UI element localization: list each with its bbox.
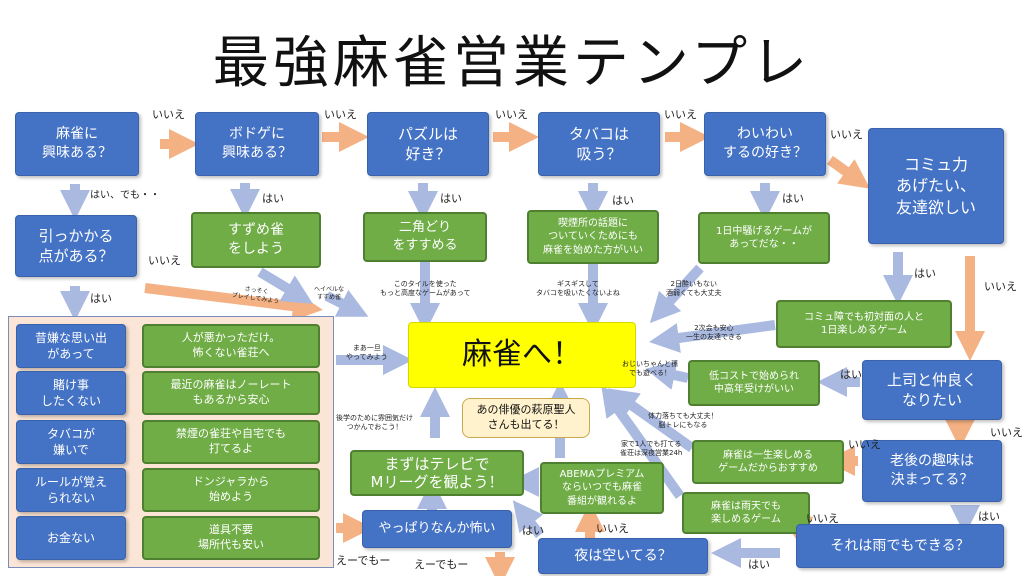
label-yes: はい [782,192,804,205]
question-puzzle: パズルは 好き？ [367,112,489,176]
question-night: 夜は空いてる？ [538,538,708,574]
label-no: いいえ [848,438,881,451]
speech-bubble: あの俳優の萩原聖人 さんも出てる！ [462,398,590,438]
question-catch: 引っかかる 点がある？ [15,215,137,277]
goal-mahjong: 麻雀へ！ [408,322,636,388]
arrow-to-goal [645,360,690,390]
label-no: いいえ [324,108,357,121]
question-tobacco: タバコは 吸う？ [538,112,660,176]
label-yes: はい [262,192,284,205]
label-um-but: えーでもー [336,554,391,567]
arrow-no [144,283,323,322]
arrow-to-goal [649,264,704,324]
label-no: いいえ [664,108,697,121]
note-tile: このタイルを使った もっと高度なゲームがあって [380,280,471,298]
label-yes: はい [90,292,112,305]
note-try-once: まあ一旦 やってみよう [346,344,388,362]
label-yes: はい [748,558,770,571]
arrow-yes [512,500,544,539]
objection-answer: ドンジャラから 始めよう [142,468,320,512]
note-heibon: ヘイベルな すずめ雀 [314,286,345,301]
answer-watch-tv: まずはテレビで Mリーグを観よう！ [350,450,524,496]
arrow-to-goal [257,267,313,304]
note-gisu: ギスギスして タバコを吸いたくないよね [536,280,620,298]
note-2days: 2日酔いもない 酒弱くても大丈夫 [666,280,722,298]
question-hobby: 老後の趣味は 決まってる？ [862,440,1002,502]
objection-question: ルールが覚え られない [16,468,126,512]
objection-question: 賭け事 したくない [16,371,126,415]
note-second-party: 2次会も安心 一生の友達できる [686,324,742,342]
arrow-to-goal [607,388,695,453]
objection-answer: 禁煙の雀荘や自宅でも 打てるよ [142,420,320,464]
question-scary: やっぱりなんか怖い [362,510,512,548]
answer-communication-game: コミュ障でも初対面の人と 1日楽しめるゲーム [776,300,952,348]
label-yes: はい [440,192,462,205]
answer-rain: 麻雀は雨天でも 楽しめるゲーム [682,492,810,534]
arrow-to-goal [601,385,685,499]
arrow-to-goal [324,289,369,317]
label-no: いいえ [495,108,528,121]
label-no: いいえ [830,128,863,141]
answer-suzume: すずめ雀 をしよう [191,212,321,268]
page-title: 最強麻雀営業テンプレ [212,31,812,96]
objection-question: タバコが 嫌いで [16,420,126,464]
answer-abema: ABEMAプレミアム ならいつでも麻雀 番組が観れるよ [540,462,664,514]
note-home: 家で1人でも打てる 雀荘は深夜営業24h [620,440,683,458]
label-yes: はい [522,524,544,537]
question-communication: コミュ力 あげたい、 友達欲しい [868,128,1004,244]
label-yes-but: はい、でも・・ [90,190,160,201]
question-party: わいわい するの好き？ [704,112,826,176]
label-no: いいえ [596,522,629,535]
objection-answer: 最近の麻雀はノーレート もあるから安心 [142,371,320,415]
note-grandparent: おじいちゃんと孫 でも遊べる！ [622,360,678,378]
answer-lifelong: 麻雀は一生楽しめる ゲームだからおすすめ [692,440,844,484]
label-no: いいえ [152,108,185,121]
label-no: いいえ [806,512,839,525]
label-yes: はい [840,368,862,381]
answer-all-day-game: 1日中騒げるゲームが あってだな・・ [698,212,830,264]
label-um-but: えーでもー [414,558,469,571]
answer-low-cost: 低コストで始められ 中高年受けがいい [688,360,820,406]
label-yes: はい [914,267,936,280]
label-no: いいえ [990,426,1023,439]
label-no: いいえ [984,280,1017,293]
objection-answer: 人が悪かっただけ。 怖くない雀荘へ [142,324,320,368]
label-yes: はい [612,194,634,207]
question-mahjong-interest: 麻雀に 興味ある？ [15,112,139,176]
answer-smoking-talk: 喫煙所の話題に ついていくためにも 麻雀を始めた方がいい [527,210,659,264]
note-learn: 後学のために雰囲気だけ つかんでおこう！ [336,414,413,432]
objection-question: 昔嫌な思い出 があって [16,324,126,368]
answer-nikaku: 二角どり をすすめる [363,212,487,262]
arrow-no [827,155,871,189]
question-boss: 上司と仲良く なりたい [862,360,1002,420]
label-no: いいえ [148,254,181,267]
arrow-to-goal [649,320,776,353]
question-rain: それは雨でもできる？ [796,524,1004,568]
objection-answer: 道具不要 場所代も安い [142,516,320,560]
label-yes: はい [978,510,1000,523]
note-stamina: 体力落ちても大丈夫！ 脳トレにもなる [648,412,718,430]
question-boardgame-interest: ボドゲに 興味ある？ [195,112,319,176]
objection-question: お金ない [16,516,126,560]
